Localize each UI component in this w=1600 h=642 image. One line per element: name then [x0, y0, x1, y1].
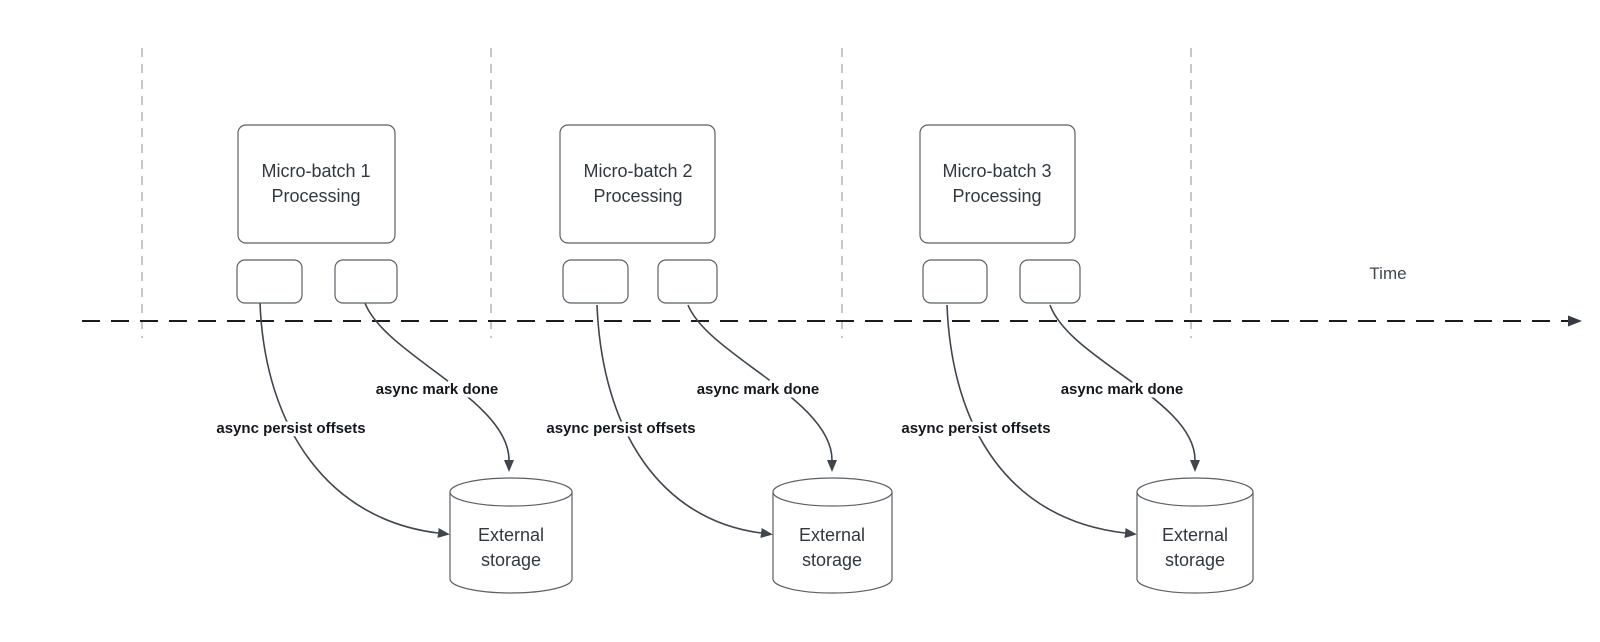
persist-offsets-arrow-2 [596, 304, 773, 538]
mark-done-arrow-3 [1049, 304, 1200, 472]
external-storage-cylinder-1: External storage [449, 477, 573, 594]
offset-task-box-1 [236, 259, 303, 304]
processing-box-2-line1: Micro-batch 2 [583, 161, 692, 181]
micro-batch-group-1: Micro-batch 1 Processing External storag… [213, 124, 573, 594]
cylinder-body-icon [1136, 492, 1254, 594]
processing-box-3-line1: Micro-batch 3 [942, 161, 1051, 181]
micro-batch-group-2: Micro-batch 2 Processing External storag… [543, 124, 893, 594]
done-task-box-1 [334, 259, 398, 304]
processing-box-3 [919, 124, 1076, 244]
processing-box-1-line2: Processing [271, 186, 360, 206]
processing-box-2-line2: Processing [593, 186, 682, 206]
processing-box-1-line1: Micro-batch 1 [261, 161, 370, 181]
storage-label-3-line2: storage [1165, 550, 1225, 570]
offset-task-box-2 [562, 259, 629, 304]
cylinder-top-icon [449, 477, 573, 507]
cylinder-body-icon [772, 492, 893, 594]
processing-box-3-line2: Processing [952, 186, 1041, 206]
external-storage-cylinder-3: External storage [1136, 477, 1254, 594]
storage-label-1-line2: storage [481, 550, 541, 570]
cylinder-top-icon [772, 477, 893, 507]
persist-offsets-label-1: async persist offsets [216, 420, 365, 437]
micro-batch-group-3: Micro-batch 3 Processing External storag… [898, 124, 1254, 594]
mark-done-label-1: async mark done [376, 381, 499, 398]
offset-task-box-3 [922, 259, 988, 304]
storage-label-2-line2: storage [802, 550, 862, 570]
persist-offsets-arrow-1 [259, 302, 450, 538]
persist-offsets-label-3: async persist offsets [901, 420, 1050, 437]
done-task-box-3 [1019, 259, 1081, 304]
mark-done-label-2: async mark done [697, 381, 820, 398]
processing-box-1 [237, 124, 396, 244]
done-task-box-2 [657, 259, 718, 304]
storage-label-1-line1: External [478, 525, 544, 545]
external-storage-cylinder-2: External storage [772, 477, 893, 594]
persist-offsets-label-2: async persist offsets [546, 420, 695, 437]
mark-done-arrow-1 [364, 302, 514, 472]
storage-label-3-line1: External [1162, 525, 1228, 545]
cylinder-top-icon [1136, 477, 1254, 507]
storage-label-2-line1: External [799, 525, 865, 545]
mark-done-arrow-2 [687, 304, 837, 472]
persist-offsets-arrow-3 [946, 304, 1137, 538]
mark-done-label-3: async mark done [1061, 381, 1184, 398]
cylinder-body-icon [449, 492, 573, 594]
time-axis-label: Time [1369, 264, 1406, 283]
processing-box-2 [559, 124, 716, 244]
